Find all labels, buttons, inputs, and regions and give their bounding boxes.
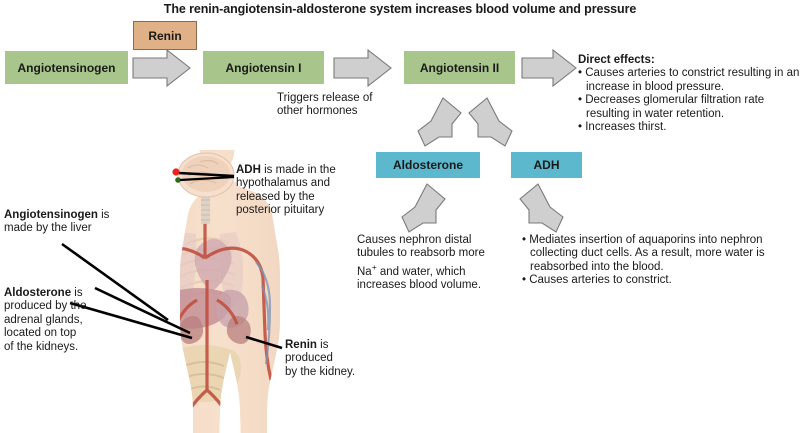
label-aldosterone-line-5: of the kidneys.	[4, 340, 79, 353]
box-adh[interactable]: ADH	[511, 152, 582, 178]
arrow-angiotensin2-to-direct-effects	[521, 48, 577, 88]
label-renin-line-2: produced	[285, 352, 333, 365]
marker-pituitary-green	[175, 177, 181, 183]
page-title: The renin-angiotensin-aldosterone system…	[163, 2, 637, 16]
leader-renin	[245, 335, 283, 350]
adh-effect-block: • Mediates insertion of aquaporins into …	[522, 234, 798, 288]
label-angiotensinogen-line-1: Angiotensinogen is	[4, 209, 110, 221]
aldosterone-effect-line-3: Na+ and water, which	[357, 261, 466, 278]
arrow-aldosterone-to-effect	[401, 183, 446, 233]
direct-effects-item: • Causes arteries to constrict resulting…	[578, 67, 800, 93]
box-angiotensin-2[interactable]: Angiotensin II	[404, 51, 515, 84]
marker-hypothalamus-red	[172, 168, 180, 176]
box-renin-label: Renin	[148, 28, 182, 43]
label-adh-source: ADH is made in the hypothalamus and rele…	[236, 164, 366, 218]
arrow-angiotensinogen-to-angiotensin1	[132, 48, 191, 88]
arrow-angiotensin1-to-angiotensin2	[333, 48, 392, 88]
box-angiotensin-1-label: Angiotensin I	[225, 60, 302, 75]
box-renin[interactable]: Renin	[133, 21, 197, 50]
aldosterone-effect-block: Causes nephron distal tubules to reabsor…	[357, 234, 507, 292]
label-aldosterone-line-2: produced by the	[4, 300, 87, 313]
label-aldosterone-line-3: adrenal glands,	[4, 313, 83, 326]
label-adh-line-2: hypothalamus and	[236, 177, 330, 190]
leader-aldosterone	[69, 301, 193, 340]
direct-effects-item: • Increases thirst.	[578, 121, 667, 134]
triggers-line-2: other hormones	[277, 105, 358, 118]
label-aldosterone-source: Aldosterone is produced by the adrenal g…	[4, 287, 124, 354]
aldosterone-effect-line-1: Causes nephron distal	[357, 234, 472, 246]
label-renin-line-3: by the kidney.	[285, 365, 356, 378]
adh-effect-item: • Mediates insertion of aquaporins into …	[522, 234, 765, 273]
triggers-line-1: Triggers release of	[277, 92, 373, 104]
box-angiotensin-1[interactable]: Angiotensin I	[203, 51, 324, 84]
label-aldosterone-line-4: located on top	[4, 327, 77, 340]
label-angiotensinogen-source: Angiotensinogen is made by the liver	[4, 209, 144, 236]
annotation-triggers-release: Triggers release of other hormones	[277, 92, 417, 119]
box-aldosterone-label: Aldosterone	[392, 158, 463, 172]
direct-effects-heading: Direct effects:	[578, 54, 655, 66]
arrow-angiotensin2-to-aldosterone	[417, 97, 462, 147]
arrow-angiotensin2-to-adh	[468, 97, 513, 147]
arrow-adh-to-effect	[519, 183, 564, 233]
leader-aldosterone-2	[94, 286, 191, 335]
direct-effects-item: • Decreases glomerular filtration rate r…	[578, 94, 765, 120]
leader-adh-2	[179, 175, 235, 182]
label-renin-source: Renin is produced by the kidney.	[285, 339, 395, 379]
direct-effects-block: Direct effects: • Causes arteries to con…	[578, 54, 800, 134]
label-aldosterone-line-1: Aldosterone is	[4, 287, 83, 299]
label-adh-line-4: posterior pituitary	[236, 204, 325, 217]
leader-adh	[178, 171, 235, 178]
box-angiotensinogen-label: Angiotensinogen	[17, 60, 116, 75]
label-renin-line-1: Renin is	[285, 339, 329, 351]
label-adh-line-3: released by the	[236, 190, 315, 203]
aldosterone-effect-line-2: tubules to reabsorb more	[357, 247, 485, 260]
box-aldosterone[interactable]: Aldosterone	[376, 152, 480, 178]
leader-angiotensinogen	[61, 242, 169, 322]
label-angiotensinogen-line-2: made by the liver	[4, 222, 92, 235]
label-adh-line-1: ADH is made in the	[236, 164, 336, 176]
aldosterone-effect-line-4: increases blood volume.	[357, 279, 482, 292]
box-angiotensinogen[interactable]: Angiotensinogen	[5, 51, 128, 84]
adh-effect-item: • Causes arteries to constrict.	[522, 274, 672, 287]
box-adh-label: ADH	[533, 158, 560, 172]
box-angiotensin-2-label: Angiotensin II	[419, 60, 500, 75]
